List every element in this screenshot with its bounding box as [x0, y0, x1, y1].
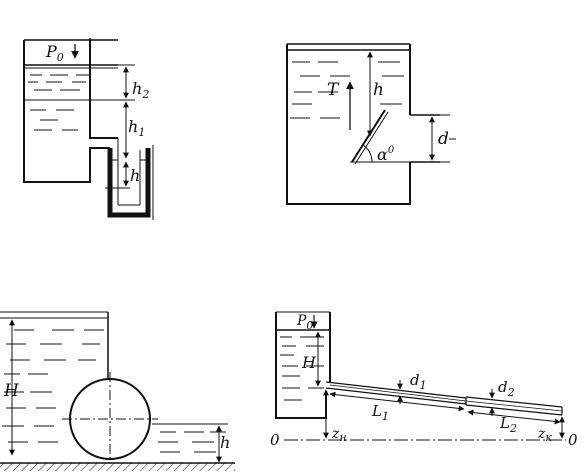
figure-3-cylinder-gate: H h: [0, 311, 235, 471]
fig1-h2-label: h2: [132, 79, 149, 101]
valve-angle-arc: [362, 144, 373, 163]
tank-2-walls: [286, 44, 411, 205]
fig4-zk-label: zк: [537, 426, 552, 444]
fig1-p0-label: P0: [45, 42, 64, 64]
fig1-dimensions: [118, 64, 135, 187]
fig4-p0-label: P0: [296, 313, 313, 332]
datum-right-label: 0: [568, 431, 578, 449]
fig4-L1-label: L1: [371, 402, 389, 423]
fig2-d-label: d: [438, 129, 449, 149]
figure-1-tank-with-piezometer: P0 h2 h1 h: [23, 38, 154, 220]
fig2-alpha-label: α0: [377, 145, 395, 164]
fig4-d1-label: d1: [410, 371, 427, 392]
tank-2-liquid: [290, 61, 404, 119]
fig2-T-label: T: [327, 80, 340, 100]
pipe-segment-1: [325, 381, 467, 405]
fig4-L2-label: L2: [499, 414, 517, 435]
fig4-zn-label: zн: [331, 426, 347, 444]
fig3-upstream-liquid: [0, 317, 108, 443]
fig3-h-label: h: [220, 433, 230, 452]
fig1-h1-label: h1: [128, 117, 145, 139]
datum-left-label: 0: [270, 431, 280, 449]
fig4-L2-dimension: [467, 409, 561, 425]
fig3-ground-hatch: [0, 463, 235, 471]
figure-2-tank-with-valve: T h α0 d: [286, 43, 456, 205]
tank-1-walls: [23, 40, 118, 183]
fig3-downstream-liquid: [152, 423, 228, 453]
fig4-H-label: H: [301, 353, 317, 372]
pipe-segment-2: [465, 396, 563, 416]
figure-4-tank-with-pipeline: P0 H d1 d2 L1 L2 0 0: [270, 311, 578, 449]
fig1-h-label: h: [130, 166, 140, 185]
fig2-h-label: h: [373, 80, 384, 100]
fig3-H-label: H: [3, 381, 20, 401]
u-tube-piezometer: [105, 138, 154, 220]
fig4-d2-label: d2: [498, 378, 515, 399]
fig4-L1-dimension: [329, 391, 465, 412]
tank-1-liquid: [24, 74, 118, 131]
